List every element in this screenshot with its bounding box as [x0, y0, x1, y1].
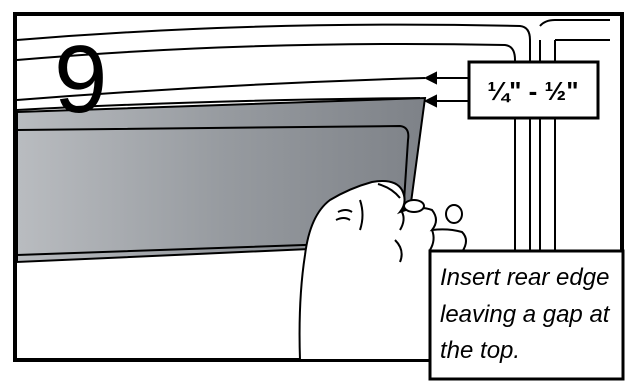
dimension-arrows — [423, 71, 468, 108]
caption-line-3: the top. — [440, 337, 520, 364]
step-number: 9 — [54, 26, 107, 133]
caption-line-1: Insert rear edge — [440, 264, 609, 291]
svg-text:Insert rear edge leaving a: Insert rear edge leaving a gap at the to… — [440, 264, 616, 364]
caption-line-2: leaving a gap at — [440, 301, 611, 328]
caption-box — [428, 249, 625, 381]
dimension-label-box — [467, 60, 600, 120]
hand-illustration — [298, 180, 467, 361]
dimension-label: ¼" - ½" — [487, 76, 578, 106]
